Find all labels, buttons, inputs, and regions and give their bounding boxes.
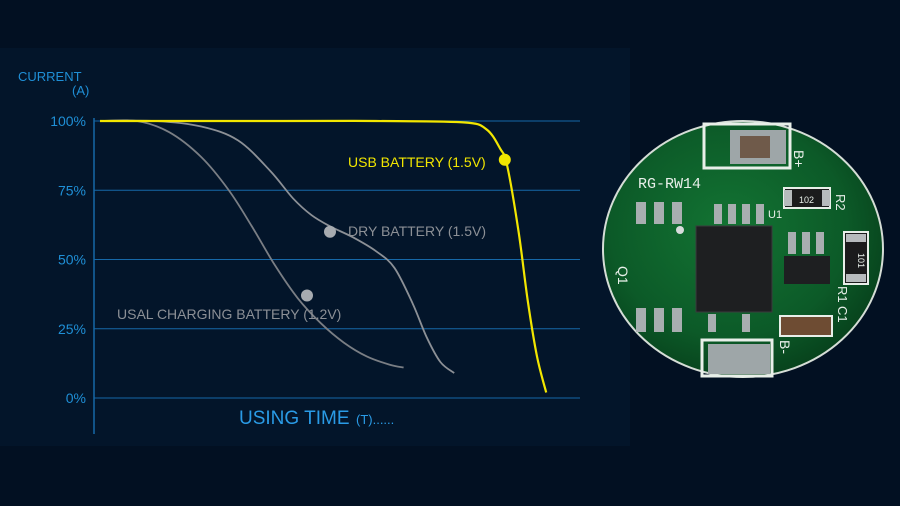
grid-lines [94, 120, 580, 399]
label-b-plus: B+ [791, 150, 807, 168]
resistor-r2-code: 102 [799, 195, 814, 205]
y-axis-title-line2: (A) [72, 83, 89, 98]
y-tick-label: 25% [58, 321, 86, 337]
mosfet-pad-5 [654, 308, 664, 332]
y-tick-label: 0% [66, 390, 86, 406]
x-axis-title: USING TIME [239, 408, 350, 429]
pad-outline-top [702, 122, 792, 170]
label-q1: Q1 [615, 266, 631, 285]
pad-outline-bottom [700, 338, 774, 378]
series-line-usb [100, 119, 548, 393]
pad-b-minus [708, 344, 770, 374]
resistor-r1-end-bottom [846, 274, 866, 282]
ic-small-pin-1 [788, 232, 796, 254]
y-tick-label: 100% [50, 113, 86, 129]
resistor-r2-end-right [822, 190, 830, 206]
capacitor-c1 [779, 315, 833, 337]
chip-pin-bottom-2 [742, 314, 750, 332]
chip-pin-top-1 [714, 204, 722, 224]
chip-pin-bottom-1 [708, 314, 716, 332]
chart-panel: CURRENT (A) 100% 75% 50% 25% 0% USB BATTERY … [0, 48, 630, 446]
ic-small-pin-3 [816, 232, 824, 254]
mosfet-pad-6 [672, 308, 682, 332]
x-axis-title-suffix: (T)...... [356, 412, 394, 427]
battery-protection-pcb-image: B+ RG-RW14 102 R2 U1 Q1 101 R1 C1 B- [602, 120, 884, 378]
series-marker-charging [301, 289, 313, 302]
series-label-usb: USB BATTERY (1.5V) [348, 154, 486, 170]
label-u1: U1 [768, 209, 782, 221]
y-tick-label: 50% [58, 252, 86, 268]
label-c1: C1 [835, 306, 850, 323]
ic-small-pin-2 [802, 232, 810, 254]
pcb-title: RG-RW14 [638, 176, 701, 193]
mosfet-pad-1 [636, 202, 646, 224]
y-axis-title-line1: CURRENT [18, 69, 82, 84]
resistor-r1-code: 101 [856, 253, 866, 268]
pcb-via [676, 226, 684, 234]
mosfet-pad-3 [672, 202, 682, 224]
series-marker-usb [498, 153, 511, 166]
series-markers [301, 153, 511, 302]
label-r2: R2 [833, 194, 848, 211]
label-r1: R1 [835, 286, 850, 303]
series-label-charging: USAL CHARGING BATTERY (1.2V) [117, 306, 341, 322]
pad-b-plus-detail [740, 136, 770, 158]
mosfet-pad-2 [654, 202, 664, 224]
series-line-charging [99, 119, 404, 369]
chip-pin-top-2 [728, 204, 736, 224]
series-label-dry: DRY BATTERY (1.5V) [348, 223, 486, 239]
chip-pin-top-3 [742, 204, 750, 224]
ic-small [784, 256, 830, 284]
y-tick-label: 75% [58, 182, 86, 198]
line-chart: CURRENT (A) 100% 75% 50% 25% 0% USB BATTERY … [18, 69, 580, 434]
chip-u1 [695, 225, 773, 313]
resistor-r2-end-left [784, 190, 792, 206]
label-b-minus: B- [777, 340, 793, 354]
y-tick-labels: 100% 75% 50% 25% 0% [50, 113, 86, 406]
mosfet-pad-4 [636, 308, 646, 332]
chip-pin-top-4 [756, 204, 764, 224]
resistor-r1-end-top [846, 234, 866, 242]
series-marker-dry [324, 225, 336, 238]
